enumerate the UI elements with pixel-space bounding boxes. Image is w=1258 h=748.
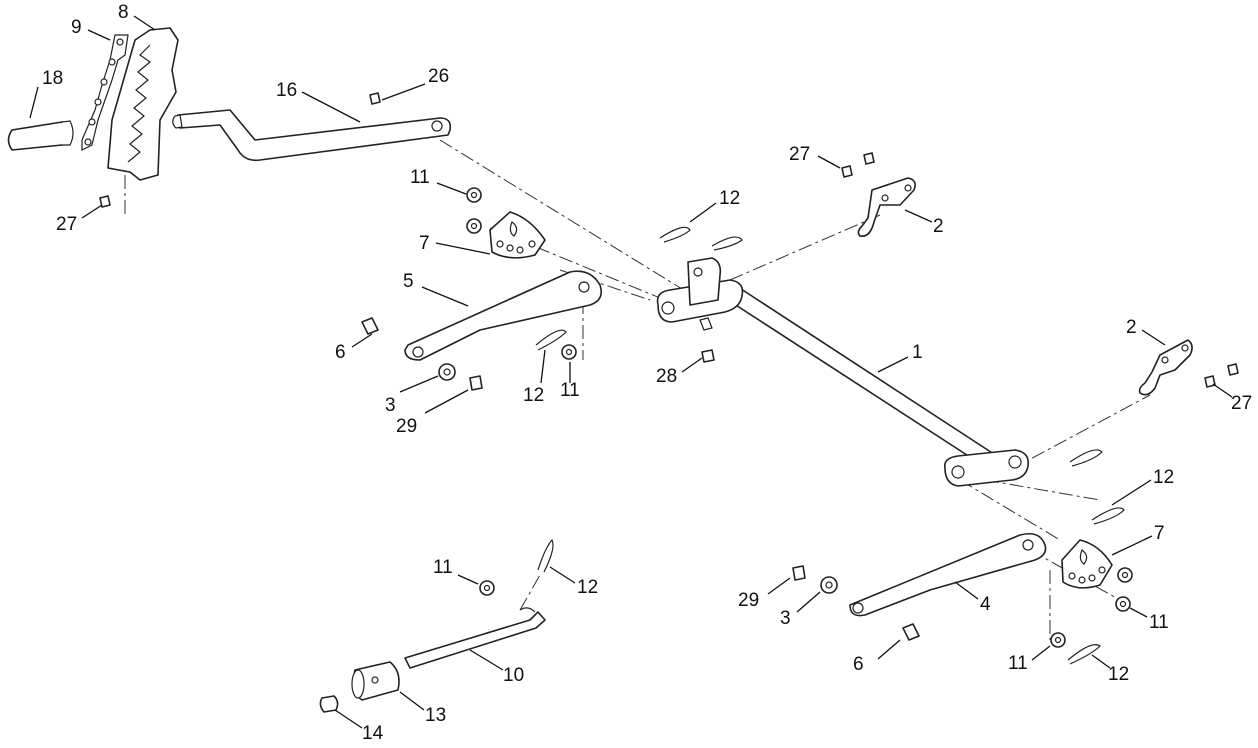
callout-6-left: 6 [335,342,346,363]
callout-26: 26 [428,66,449,87]
part-8-quadrant [107,27,179,181]
callout-27-upper: 27 [789,144,810,165]
part-7-plate-upper [489,211,546,259]
callout-29-left: 29 [396,416,417,437]
callout-28: 28 [656,366,677,387]
callout-11-right: 11 [1149,612,1169,633]
callout-12-upper: 12 [719,188,740,209]
callout-3-left: 3 [385,395,396,416]
callout-29-right: 29 [738,590,759,611]
callout-27-lower: 27 [1231,393,1252,414]
part-5-link-arm [404,270,603,361]
callout-8: 8 [118,2,129,23]
callout-4: 4 [980,594,991,615]
callout-numbers: 18 9 8 16 26 27 11 12 7 5 6 3 29 12 11 2… [42,2,1252,744]
callout-5: 5 [403,271,414,292]
part-13-sleeve [351,661,400,701]
part-7-plate-lower [1061,539,1113,589]
callout-27-left: 27 [56,214,77,235]
washers [438,187,1133,648]
callout-6-right: 6 [853,654,864,675]
part-2-hook-upper [857,177,916,238]
part-10-rod [404,607,546,669]
part-14-bolt [319,695,339,713]
callout-14: 14 [362,723,384,744]
callout-16: 16 [276,80,297,101]
fasteners [99,92,1239,641]
callout-12-right: 12 [1153,467,1174,488]
part-4-link-arm [849,532,1047,617]
callout-11-lower: 11 [1008,653,1028,674]
callout-18: 18 [42,68,63,89]
part-18-grip [7,120,74,151]
callout-11-mid: 11 [560,380,580,401]
callout-1: 1 [912,342,923,363]
callout-11-bottom: 11 [433,557,453,578]
callout-13: 13 [425,705,446,726]
callout-2-upper: 2 [933,216,944,237]
hairpin-cotters [535,226,1125,665]
callout-9: 9 [71,17,82,38]
part-9-rack-plate [81,34,129,151]
callout-3-right: 3 [780,608,791,629]
callout-7-lower: 7 [1154,523,1165,544]
leader-lines [29,15,1233,729]
callout-11-upper: 11 [410,167,430,188]
part-16-lift-lever [172,109,452,162]
callout-12-mid: 12 [523,385,544,406]
callout-12-bottom: 12 [577,577,598,598]
part-1-cross-shaft [656,257,1030,487]
callout-2-lower: 2 [1126,317,1137,338]
callout-7-upper: 7 [419,233,430,254]
callout-12-lower: 12 [1108,664,1129,685]
part-2-hook-lower [1138,339,1193,396]
callout-10: 10 [503,665,524,686]
